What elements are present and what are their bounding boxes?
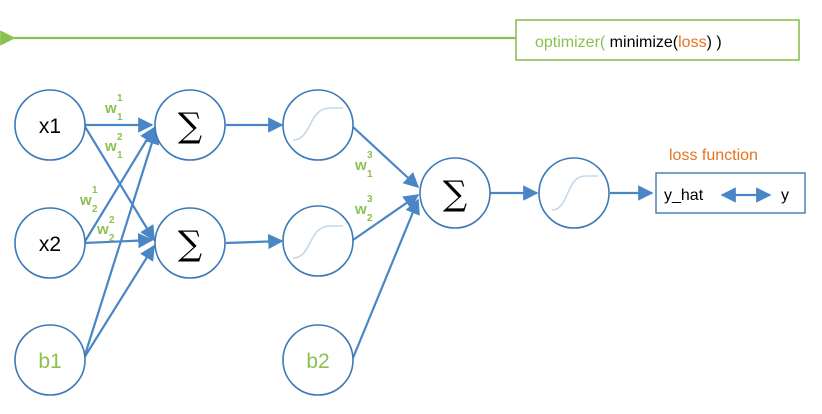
optimizer-loss: loss [678,34,706,51]
svg-text:w: w [79,192,92,209]
svg-text:w: w [96,221,109,238]
edge-x2-s2 [83,232,154,249]
weight-w21: w 1 2 [79,185,98,215]
sigmoid-node-1 [282,89,354,161]
weight-w32: w 3 2 [354,194,373,224]
edge-x1-s2 [83,124,155,242]
sum-node-output: ∑ [419,157,491,229]
svg-text:2: 2 [109,233,115,244]
input-label-x1: x1 [39,115,61,138]
loss-y: y [781,187,789,204]
input-node-x1: x1 [14,89,86,161]
loss-y-hat: y_hat [664,187,704,204]
summation-icon: ∑ [178,224,202,264]
svg-text:1: 1 [92,185,98,196]
weight-w31: w 3 1 [354,150,373,180]
optimizer-label: optimizer( minimize(loss) ) [535,34,722,51]
optimizer-mid: minimize( [605,34,679,51]
edge-b1-s2 [83,244,155,359]
edge-b1-s1 [82,128,160,359]
svg-text:1: 1 [367,169,373,180]
sum-node-1: ∑ [154,89,226,161]
svg-text:w: w [104,138,117,155]
bias-label-b2: b2 [306,350,329,373]
bias-label-b1: b1 [38,350,61,373]
svg-text:2: 2 [109,215,115,226]
optimizer-suffix: ) ) [707,34,722,51]
svg-text:1: 1 [117,112,123,123]
sigmoid-node-2 [282,205,354,277]
sigmoid-icon [551,175,598,211]
input-label-x2: x2 [39,233,61,256]
bias-node-b2: b2 [282,324,354,396]
weight-w22: w 2 2 [96,215,115,244]
edge-b2-s3 [351,198,420,359]
sigmoid-icon [292,225,343,259]
svg-text:3: 3 [367,194,373,205]
optimizer-box [515,19,800,61]
svg-text:2: 2 [92,204,98,215]
input-node-x2: x2 [14,207,86,279]
svg-text:2: 2 [117,132,123,143]
weight-w12: w 2 1 [104,132,123,161]
svg-text:1: 1 [117,93,123,104]
weight-w11: w 1 1 [104,93,123,123]
edge-s2-g2 [225,233,284,250]
svg-text:w: w [354,157,367,174]
svg-text:w: w [354,201,367,218]
svg-text:w: w [104,100,117,117]
svg-text:1: 1 [117,150,123,161]
svg-text:2: 2 [367,213,373,224]
optimizer-prefix: optimizer( [535,34,606,51]
edge-x2-s1 [83,126,155,244]
sigmoid-icon [292,107,343,141]
summation-icon: ∑ [178,106,202,146]
loss-function-title: loss function [669,147,758,164]
summation-icon: ∑ [443,174,467,214]
bias-node-b1: b1 [14,324,86,396]
edge-g1-s3 [352,126,420,189]
sum-node-2: ∑ [154,207,226,279]
svg-text:3: 3 [367,150,373,161]
sigmoid-node-output [538,157,610,229]
